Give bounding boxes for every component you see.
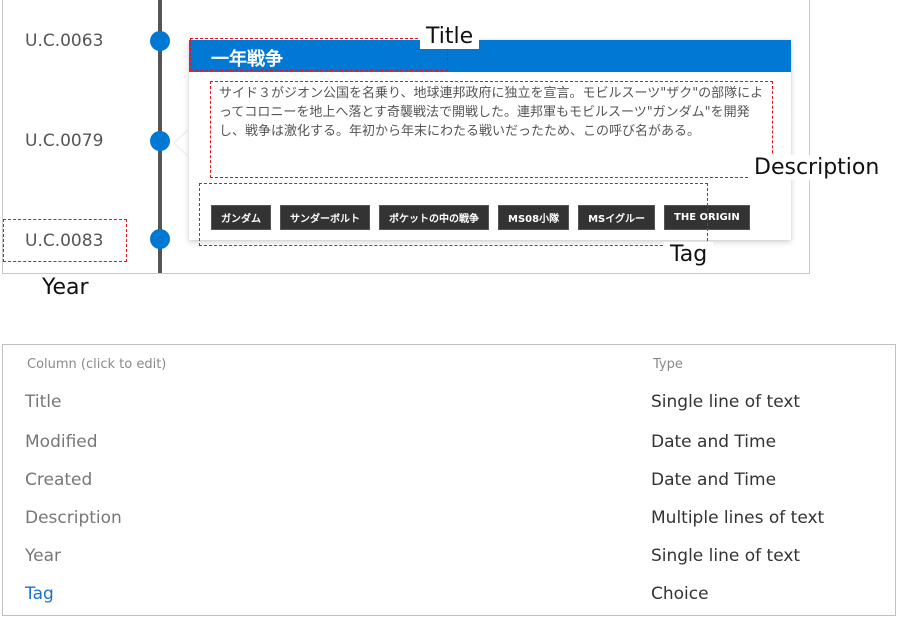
list-columns-table: Column (click to edit) Type Title Single… xyxy=(2,344,896,616)
column-header: Column (click to edit) xyxy=(27,357,167,372)
timeline-dot[interactable] xyxy=(150,31,170,51)
event-title: 一年戦争 xyxy=(189,40,791,72)
event-description: サイド３がジオン公国を名乗り、地球連邦政府に独立を宣言。モビルスーツ"ザク"の部… xyxy=(219,86,764,139)
year-annotation-label: Year xyxy=(36,275,95,300)
column-name[interactable]: Year xyxy=(25,546,61,566)
tag-chip[interactable]: THE ORIGIN xyxy=(664,205,750,230)
table-row[interactable]: Modified Date and Time xyxy=(3,432,895,470)
column-name[interactable]: Description xyxy=(25,508,122,528)
type-header: Type xyxy=(653,357,683,372)
column-type: Date and Time xyxy=(651,470,777,490)
tag-chip[interactable]: サンダーボルト xyxy=(280,205,370,230)
table-row[interactable]: Created Date and Time xyxy=(3,470,895,508)
title-annotation-label: Title xyxy=(420,24,480,49)
timeline-dot[interactable] xyxy=(150,229,170,249)
tag-chip[interactable]: ポケットの中の戦争 xyxy=(379,205,489,230)
table-row[interactable]: Description Multiple lines of text xyxy=(3,508,895,546)
table-row[interactable]: Tag Choice xyxy=(3,584,895,618)
column-name-link[interactable]: Tag xyxy=(25,584,54,604)
description-annotation-label: Description xyxy=(748,155,886,180)
timeline-event-card[interactable]: 一年戦争 サイド３がジオン公国を名乗り、地球連邦政府に独立を宣言。モビルスーツ"… xyxy=(189,40,791,240)
column-type: Multiple lines of text xyxy=(651,508,825,528)
column-name[interactable]: Created xyxy=(25,470,93,490)
table-row[interactable]: Title Single line of text xyxy=(3,392,895,430)
tag-annotation-label: Tag xyxy=(664,242,714,267)
tag-list: ガンダム サンダーボルト ポケットの中の戦争 MS08小隊 MSイグルー THE… xyxy=(211,205,750,230)
card-pointer-arrow xyxy=(175,130,189,156)
column-name[interactable]: Modified xyxy=(25,432,98,452)
column-type: Choice xyxy=(651,584,709,604)
tag-chip[interactable]: MS08小隊 xyxy=(498,205,570,230)
timeline-dot[interactable] xyxy=(150,131,170,151)
year-label: U.C.0063 xyxy=(25,31,104,51)
tag-chip[interactable]: MSイグルー xyxy=(578,205,656,230)
tag-chip[interactable]: ガンダム xyxy=(211,205,271,230)
column-type: Single line of text xyxy=(651,546,801,566)
table-row[interactable]: Year Single line of text xyxy=(3,546,895,584)
column-name[interactable]: Title xyxy=(25,392,62,412)
column-type: Date and Time xyxy=(651,432,777,452)
year-label: U.C.0083 xyxy=(25,231,104,251)
timeline-panel: U.C.0063 U.C.0079 U.C.0083 一年戦争 サイド３がジオン… xyxy=(2,0,810,274)
column-type: Single line of text xyxy=(651,392,801,412)
year-label: U.C.0079 xyxy=(25,131,104,151)
